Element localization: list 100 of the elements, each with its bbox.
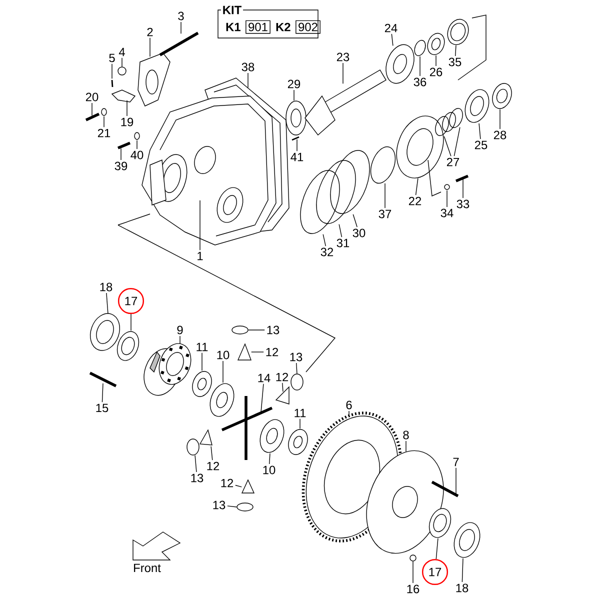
- leader-line: [194, 455, 197, 472]
- leader-line: [412, 561, 414, 584]
- bolt: [117, 142, 131, 150]
- pin: [111, 80, 114, 88]
- bearing: [464, 89, 490, 123]
- leader-line: [180, 22, 182, 34]
- callout-number: 35: [448, 58, 462, 66]
- callout-number: 16: [407, 584, 420, 594]
- callout-number: 15: [96, 404, 108, 412]
- circled-callout-number: 17: [118, 288, 144, 314]
- leader-line: [454, 127, 460, 156]
- callout-number: 30: [352, 228, 366, 238]
- leader-line: [462, 558, 464, 582]
- callout-number: 12: [266, 348, 278, 356]
- callout-number: 11: [294, 408, 306, 418]
- pin: [292, 136, 300, 141]
- shim: [330, 150, 370, 214]
- callout-number: 2: [147, 28, 153, 36]
- nut: [410, 554, 416, 562]
- circled-callout-number: 17: [422, 558, 448, 586]
- callout-number: 41: [290, 152, 304, 162]
- leader-line: [455, 45, 456, 56]
- callout-number: 13: [213, 500, 226, 510]
- callout-number: 18: [100, 282, 112, 292]
- leader-line: [478, 123, 481, 140]
- washer: [236, 502, 254, 512]
- callout-number: 9: [177, 326, 183, 334]
- callout-number: 13: [267, 326, 280, 334]
- leader-line: [348, 410, 350, 415]
- bearing-cap: [138, 52, 170, 106]
- callout-number: 10: [217, 350, 230, 360]
- leader-line: [235, 484, 242, 488]
- o-ring: [414, 40, 426, 56]
- callout-number: 37: [378, 210, 392, 218]
- kit-label: K2: [276, 22, 290, 32]
- callout-number: 20: [86, 92, 98, 102]
- bearing: [454, 522, 480, 558]
- leader-line: [269, 453, 270, 464]
- callout-number: 24: [384, 24, 398, 32]
- leader-line: [106, 292, 108, 314]
- callout-number: 14: [258, 374, 270, 382]
- callout-number: 32: [320, 248, 334, 256]
- gear: [260, 419, 284, 453]
- housing: [142, 96, 276, 246]
- callout-number: 38: [242, 62, 254, 72]
- leader-line: [391, 34, 394, 46]
- leader-line: [102, 383, 104, 402]
- leader-line: [436, 538, 438, 560]
- leader-line: [446, 190, 448, 208]
- washer: [290, 374, 304, 390]
- bolt: [89, 372, 117, 388]
- callout-number: 4: [118, 48, 125, 56]
- callout-number: 12: [221, 478, 234, 488]
- leader-line: [415, 178, 418, 196]
- leader-line: [342, 62, 344, 84]
- callout-number: 10: [263, 466, 276, 474]
- callout-number: 39: [114, 162, 128, 170]
- bearing: [286, 100, 306, 136]
- bearing: [116, 331, 140, 361]
- callout-number: 25: [474, 140, 488, 150]
- callout-number: 36: [414, 78, 426, 86]
- leader-line: [322, 234, 326, 246]
- callout-number: 5: [109, 54, 115, 62]
- shim: [316, 160, 356, 224]
- washer: [232, 326, 248, 334]
- leader-line: [352, 214, 358, 228]
- spider: [221, 396, 273, 460]
- washer: [186, 438, 200, 456]
- shim: [435, 112, 456, 136]
- direction-label: Front: [134, 564, 161, 572]
- callout-number: 1: [198, 252, 203, 260]
- callout-number: 33: [456, 200, 470, 208]
- kit-number-box: 902: [296, 20, 320, 34]
- leader-line: [296, 362, 298, 374]
- bolt: [85, 112, 100, 122]
- washer: [134, 132, 140, 140]
- callout-number: 21: [98, 128, 110, 138]
- callout-number: 6: [346, 400, 352, 410]
- callout-number: 7: [453, 458, 459, 466]
- callout-number: 18: [456, 584, 468, 592]
- callout-number: 3: [178, 12, 184, 20]
- callout-number: 26: [430, 68, 442, 76]
- leader-line: [338, 224, 342, 238]
- gear: [210, 383, 234, 417]
- leader-line: [222, 360, 224, 383]
- leader-line: [210, 446, 213, 460]
- callout-number: 29: [288, 80, 300, 88]
- kit-label: K1: [226, 22, 240, 32]
- bearing: [386, 44, 414, 84]
- nut: [444, 184, 450, 190]
- differential-case: [366, 450, 444, 554]
- bearing: [428, 508, 452, 538]
- shim: [449, 108, 463, 128]
- differential-case: [144, 343, 192, 396]
- kit-number-box: 901: [246, 20, 270, 34]
- bearing: [90, 313, 120, 351]
- leader-line: [120, 148, 122, 160]
- callout-number: 11: [196, 342, 208, 352]
- bearing-carrier: [396, 116, 444, 178]
- leader-line: [296, 139, 298, 152]
